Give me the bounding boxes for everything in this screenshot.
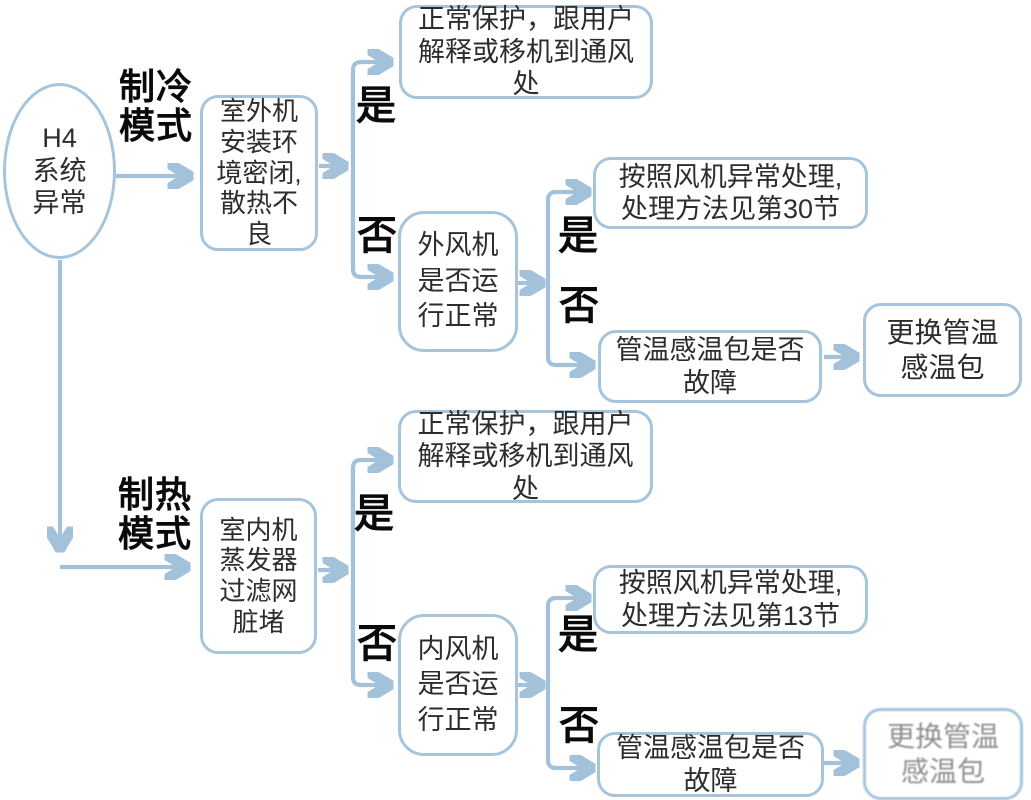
node-replace-pipe-sensor-heating-text: 更换管温 感温包 [886, 721, 999, 787]
no-label-indoor-fan: 否 [559, 704, 599, 748]
node-outdoor-fan-check: 外风机 是否运 行正常 [398, 211, 518, 352]
node-root-text: H4 系统 异常 [32, 122, 87, 219]
label-heating-mode: 制热 模式 [117, 474, 192, 554]
node-fan-abnormal-sec30-text: 按照风机异常处理, 处理方法见第30节 [618, 161, 843, 224]
no-label-cooling: 否 [357, 214, 397, 258]
node-fan-abnormal-sec30: 按照风机异常处理, 处理方法见第30节 [593, 157, 868, 229]
no-label-outdoor-fan: 否 [559, 284, 599, 328]
branch-outdoor-fan-yes-no [545, 192, 591, 365]
node-fan-abnormal-sec13: 按照风机异常处理, 处理方法见第13节 [593, 565, 868, 634]
label-cooling-mode: 制冷 模式 [118, 66, 193, 146]
branch-cooling-yes-no [350, 62, 389, 277]
node-outdoor-env: 室外机 安装环 境密闭, 散热不 良 [200, 95, 318, 251]
yes-label-outdoor-fan: 是 [558, 214, 598, 258]
yes-label-indoor-fan: 是 [558, 613, 598, 657]
node-pipe-sensor-check-cooling-text: 管温感温包是否 故障 [615, 335, 805, 398]
node-outdoor-fan-check-text: 外风机 是否运 行正常 [417, 230, 499, 332]
node-normal-protect-cooling-text: 正常保护，跟用户 解释或移机到通风 处 [418, 4, 634, 100]
node-indoor-filter: 室内机 蒸发器 过滤网 脏堵 [200, 498, 317, 654]
node-indoor-fan-check-text: 内风机 是否运 行正常 [417, 633, 499, 735]
node-normal-protect-cooling: 正常保护，跟用户 解释或移机到通风 处 [399, 4, 653, 100]
node-fan-abnormal-sec13-text: 按照风机异常处理, 处理方法见第13节 [618, 568, 843, 631]
yes-label-heating: 是 [354, 492, 394, 536]
node-pipe-sensor-check-cooling: 管温感温包是否 故障 [598, 330, 822, 403]
node-normal-protect-heating-text: 正常保护，跟用户 解释或移机到通风 处 [417, 408, 634, 504]
node-replace-pipe-sensor-heating: 更换管温 感温包 [863, 708, 1023, 800]
no-label-heating: 否 [357, 622, 397, 666]
node-indoor-fan-check: 内风机 是否运 行正常 [398, 614, 518, 756]
node-root: H4 系统 异常 [3, 83, 116, 259]
node-indoor-filter-text: 室内机 蒸发器 过滤网 脏堵 [219, 514, 298, 637]
branch-heating-yes-no [350, 460, 389, 685]
node-pipe-sensor-check-heating-text: 管温感温包是否 故障 [616, 733, 805, 796]
node-replace-pipe-sensor-cooling: 更换管温 感温包 [863, 303, 1022, 397]
yes-label-cooling: 是 [356, 84, 396, 128]
branch-indoor-fan-yes-no [545, 598, 591, 768]
node-outdoor-env-text: 室外机 安装环 境密闭, 散热不 良 [216, 96, 302, 250]
node-normal-protect-heating: 正常保护，跟用户 解释或移机到通风 处 [398, 408, 653, 504]
node-pipe-sensor-check-heating: 管温感温包是否 故障 [597, 732, 824, 797]
node-replace-pipe-sensor-cooling-text: 更换管温 感温包 [886, 317, 999, 383]
